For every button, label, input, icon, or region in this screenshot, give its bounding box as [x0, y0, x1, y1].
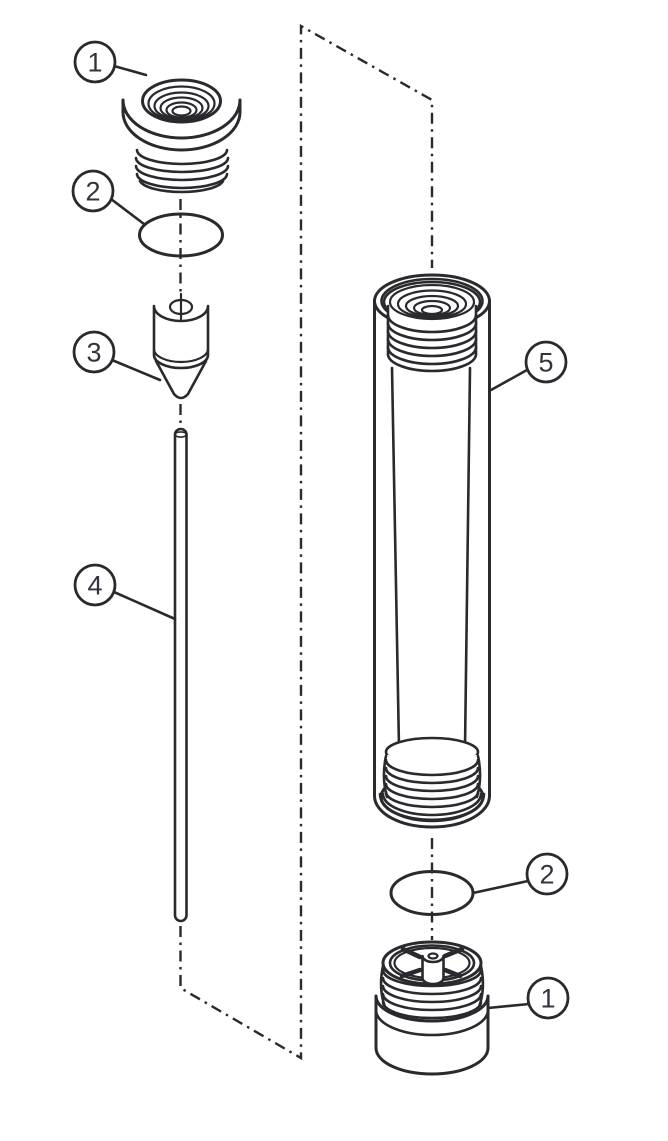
rod-body: [173, 427, 188, 923]
rod-top-end: [174, 431, 188, 438]
cap-top-band-arc: [121, 98, 242, 140]
callout-circle: [72, 330, 116, 374]
neck-thread-bottom-arc: [386, 352, 478, 373]
leader-line: [109, 197, 146, 226]
callout-circle: [71, 169, 115, 213]
fold-centerline: [179, 23, 434, 1061]
cap-bottom-spoke: [400, 946, 423, 960]
neck-thread-arc: [386, 329, 478, 350]
callout-4: 4: [73, 563, 177, 621]
callout-label: 1: [540, 984, 555, 1014]
neck-bore-thread-ring: [420, 304, 444, 316]
callout-circle: [525, 852, 569, 896]
cap-bottom-thread-arc: [381, 1000, 483, 1020]
cap-top-thread-arc: [134, 156, 230, 174]
cap-top-thread-arc: [134, 164, 230, 182]
inner-tube-fill: [392, 368, 470, 748]
cap-bottom-thread-left-edge: [379, 964, 387, 1009]
leader-line: [110, 358, 162, 382]
callout-circle: [526, 976, 570, 1020]
outer-tube-bottom-rim: [373, 794, 491, 829]
cylinder-bottom-flange-rim: [381, 792, 483, 817]
nozzle-band-arc: [152, 347, 210, 364]
cylinder-bottom-thread-left-edge: [382, 754, 389, 799]
cylinder-bottom-thread-arc: [384, 766, 480, 785]
callout-label: 2: [539, 860, 554, 890]
part-o-ring-top: [138, 212, 224, 258]
callout-label: 2: [85, 177, 100, 207]
callout-1-top: 1: [73, 40, 148, 84]
callout-2-top: 2: [71, 169, 146, 226]
cap-bottom-thread-arc: [381, 992, 483, 1012]
neck-thread-arc: [386, 337, 478, 358]
callout-circle: [73, 40, 117, 84]
part-cap-top: [121, 78, 242, 194]
callout-1-bottom: 1: [486, 976, 570, 1020]
cylinder-bottom-thread-right-edge: [475, 754, 482, 799]
callout-circle: [73, 563, 117, 607]
callout-3: 3: [72, 330, 162, 382]
cap-top-bore-thread-ring: [165, 101, 198, 119]
outer-tube-bottom-rim-inner: [378, 792, 486, 823]
cap-top-thread-arc: [138, 179, 225, 194]
callout-5: 5: [489, 340, 568, 392]
centerline-fold-path: [179, 23, 434, 1061]
neck-bore-thread-ring: [396, 289, 468, 319]
leader-line: [486, 1002, 531, 1010]
cap-bottom-spoke: [399, 967, 423, 979]
cylinder-bottom-thread-arc: [384, 782, 480, 801]
cap-bottom-thread-arc: [381, 968, 483, 988]
neck-thread-arc: [386, 345, 478, 366]
neck-bore-thread-ring: [388, 283, 476, 321]
cylinder-bottom-thread-arc: [384, 758, 480, 777]
cap-bottom-thread-arc: [381, 984, 483, 1004]
cap-top-thread-silhouette: [135, 148, 229, 184]
cap-top-bore-thread-ring: [171, 105, 192, 117]
cylinder-bottom-thread-arc: [384, 774, 480, 793]
nozzle-body: [152, 304, 210, 370]
cap-bottom-post-hole: [427, 952, 439, 960]
neck-thread-arc: [386, 313, 478, 334]
leader-line: [112, 590, 177, 621]
nozzle-cone: [154, 359, 208, 400]
cap-bottom-thread-right-edge: [477, 964, 485, 1009]
leader-line: [489, 368, 529, 392]
cap-top-thread-arc: [135, 148, 229, 166]
part-rod: [173, 427, 188, 923]
cap-bottom-band-arc: [374, 994, 490, 1023]
cap-bottom-center-post: [421, 954, 445, 986]
callout-2-bottom: 2: [471, 852, 569, 896]
cap-bottom-spoke: [442, 967, 463, 979]
callout-label: 3: [86, 338, 101, 368]
inner-tube-right-edge: [463, 366, 472, 750]
inner-tube-left-edge: [390, 366, 401, 750]
cylinder-bottom-thread-arc: [384, 790, 480, 809]
part-cap-bottom: [374, 940, 490, 1076]
callout-label: 4: [87, 571, 102, 601]
leader-line: [112, 64, 148, 77]
neck-thread-arc: [386, 321, 478, 342]
part-nozzle: [152, 292, 210, 400]
callout-circle: [524, 340, 568, 384]
callout-label: 5: [538, 348, 553, 378]
part-cylinder-assembly: [373, 273, 491, 829]
cap-bottom-spoke: [442, 946, 465, 959]
callout-label: 1: [87, 48, 102, 78]
cap-bottom-band-arc: [374, 1008, 490, 1037]
leader-line: [471, 879, 530, 895]
cap-bottom-thread-arc: [381, 976, 483, 996]
